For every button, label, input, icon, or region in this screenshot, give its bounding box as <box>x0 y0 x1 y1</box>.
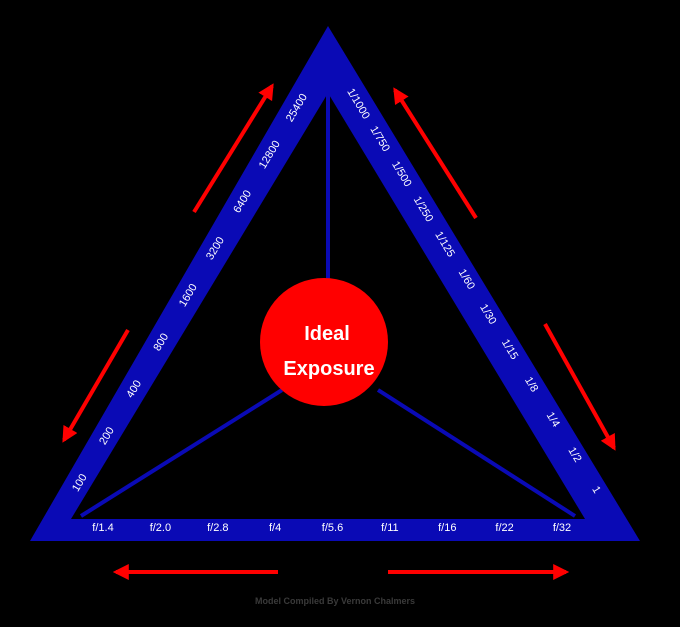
aperture-label-1: f/2.0 <box>150 522 171 534</box>
aperture-label-4: f/5.6 <box>322 522 343 534</box>
aperture-label-5: f/11 <box>381 522 399 534</box>
center-title-line1: Ideal <box>304 323 350 345</box>
aperture-label-8: f/32 <box>553 522 571 534</box>
credit-text: Model Compiled By Vernon Chalmers <box>255 596 415 606</box>
arrow-right-up-icon <box>393 87 478 220</box>
aperture-label-3: f/4 <box>269 522 281 534</box>
aperture-label-7: f/22 <box>495 522 513 534</box>
shutter-label-11: 1 <box>589 484 602 495</box>
triangle-band <box>30 26 640 541</box>
ideal-exposure-circle <box>260 278 388 406</box>
arrow-right-down-icon <box>543 323 616 451</box>
aperture-label-0: f/1.4 <box>92 522 113 534</box>
arrow-left-up-icon <box>192 83 274 214</box>
center-title-line2: Exposure <box>283 358 374 380</box>
spoke-right <box>376 388 577 518</box>
spoke-left <box>79 388 284 518</box>
arrow-left-down-icon <box>62 328 130 443</box>
aperture-label-2: f/2.8 <box>207 522 228 534</box>
aperture-label-6: f/16 <box>438 522 456 534</box>
aperture-scale: f/1.4 f/2.0 f/2.8 f/4 f/5.6 f/11 f/16 f/22 f/32 <box>92 522 571 534</box>
